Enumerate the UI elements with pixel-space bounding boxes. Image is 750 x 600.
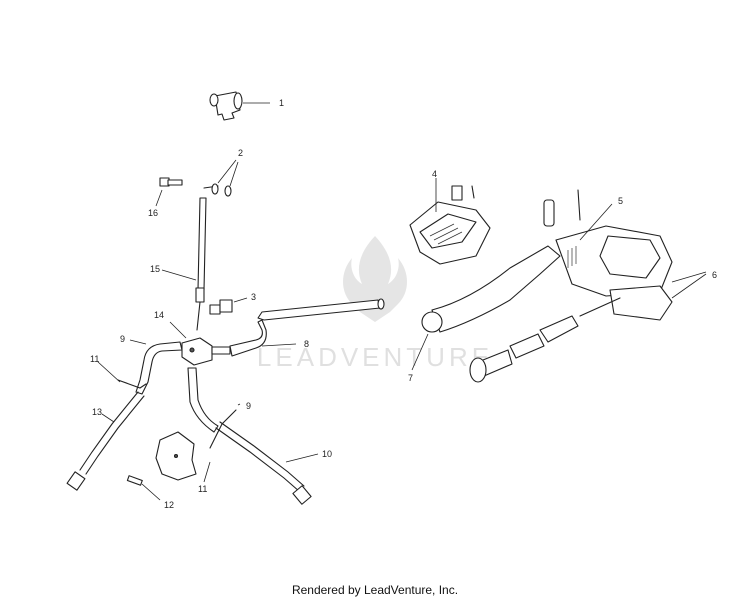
part-brake-switch [209, 297, 248, 315]
callout-11-upper: 11 [90, 354, 99, 364]
part-clamp [609, 271, 707, 321]
part-brake-hose-right [187, 367, 319, 505]
part-brake-lever [411, 245, 621, 383]
part-junction-block [169, 321, 213, 366]
callout-5: 5 [618, 196, 623, 206]
part-brake-hose-left [66, 339, 183, 491]
callout-9-upper: 9 [120, 334, 125, 344]
part-bracket [126, 431, 197, 501]
part-master-cylinder [543, 189, 673, 297]
callout-10: 10 [322, 449, 332, 459]
part-tee-fitting [209, 91, 270, 121]
part-brake-line-upper [161, 197, 207, 331]
callout-6: 6 [712, 270, 717, 280]
callout-9-lower: 9 [246, 401, 251, 411]
callout-13: 13 [92, 407, 102, 417]
footer-credit: Rendered by LeadVenture, Inc. [291, 583, 459, 597]
watermark-flame-icon [343, 236, 407, 322]
part-washers [203, 159, 239, 197]
callout-15: 15 [150, 264, 160, 274]
callout-3: 3 [251, 292, 256, 302]
callout-11-lower: 11 [198, 484, 207, 494]
callout-1: 1 [279, 98, 284, 108]
part-reservoir-cover [409, 178, 491, 265]
watermark-text: LEADVENTURE [257, 342, 493, 372]
part-banjo-bolt [155, 177, 183, 207]
callout-12: 12 [164, 500, 174, 510]
callout-4: 4 [432, 169, 437, 179]
callout-7: 7 [408, 373, 413, 383]
callout-14: 14 [154, 310, 164, 320]
part-brake-line-8 [211, 298, 385, 357]
callout-2: 2 [238, 148, 243, 158]
callout-16: 16 [148, 208, 158, 218]
callout-8: 8 [304, 339, 309, 349]
watermark: LEADVENTURE [257, 236, 493, 372]
